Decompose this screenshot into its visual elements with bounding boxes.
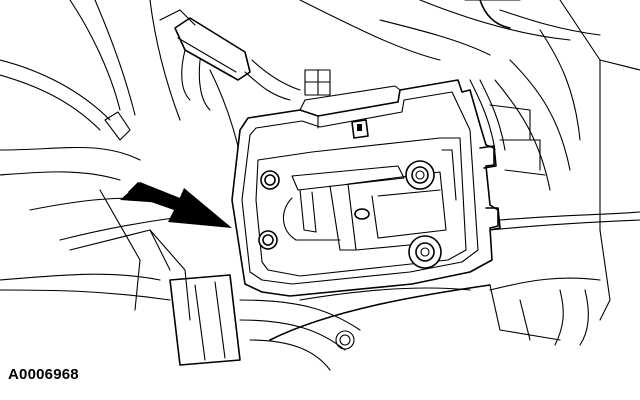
figure-id-label: A0006968 [8, 366, 79, 383]
tray-bolt-top-right [405, 160, 435, 190]
direction-arrow [120, 182, 232, 228]
tray-bolt-bottom-right [408, 235, 442, 269]
tray-bolt-bottom-left [258, 230, 278, 250]
tray-bolt-top-left [260, 170, 280, 190]
